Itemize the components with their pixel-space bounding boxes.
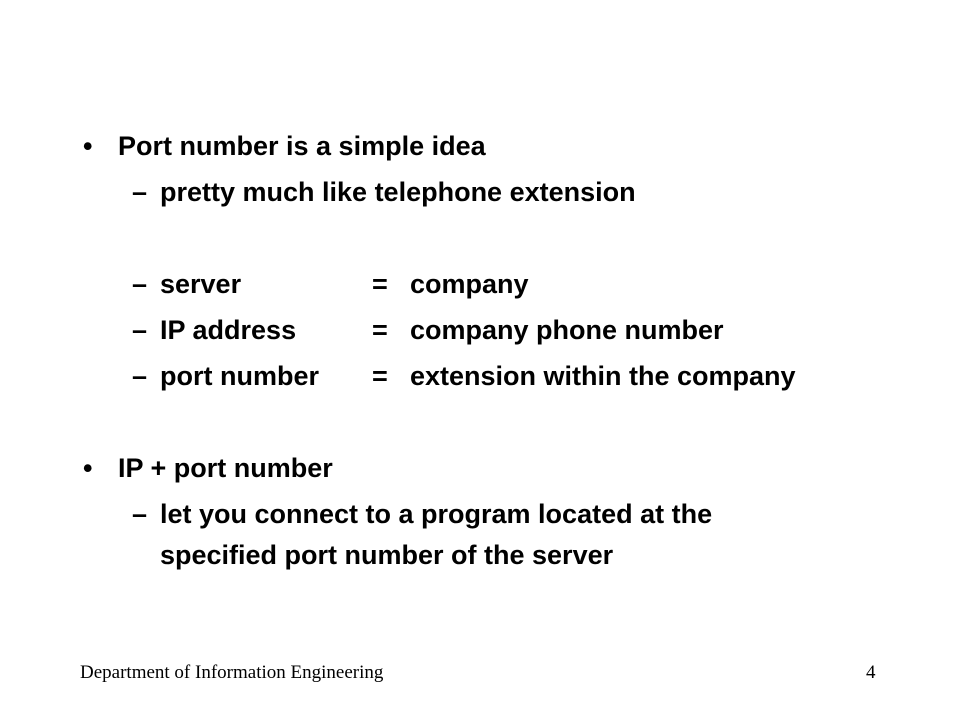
mapping-value: company [410,269,529,299]
sub-bullet-marker: – [132,499,148,529]
mapping-equals: = [372,361,388,391]
mapping-equals: = [372,269,388,299]
bullet-marker: • [83,131,93,161]
mapping-marker: – [132,269,148,299]
footer-department: Department of Information Engineering [80,662,384,683]
mapping-value: extension within the company [410,361,796,391]
mapping-marker: – [132,361,148,391]
sub-bullet-text: pretty much like telephone extension [160,177,636,207]
mapping-equals: = [372,315,388,345]
sub-bullet-marker: – [132,177,148,207]
bullet-text: IP + port number [118,453,333,483]
sub-bullet-text-line2: specified port number of the server [160,540,614,570]
bullet-marker: • [83,453,93,483]
page-number: 4 [866,662,876,683]
mapping-marker: – [132,315,148,345]
mapping-term: server [160,269,242,299]
mapping-term: IP address [160,315,297,345]
mapping-value: company phone number [410,315,724,345]
mapping-term: port number [160,361,319,391]
bullet-text: Port number is a simple idea [118,131,486,161]
sub-bullet-text-line1: let you connect to a program located at … [160,499,713,529]
